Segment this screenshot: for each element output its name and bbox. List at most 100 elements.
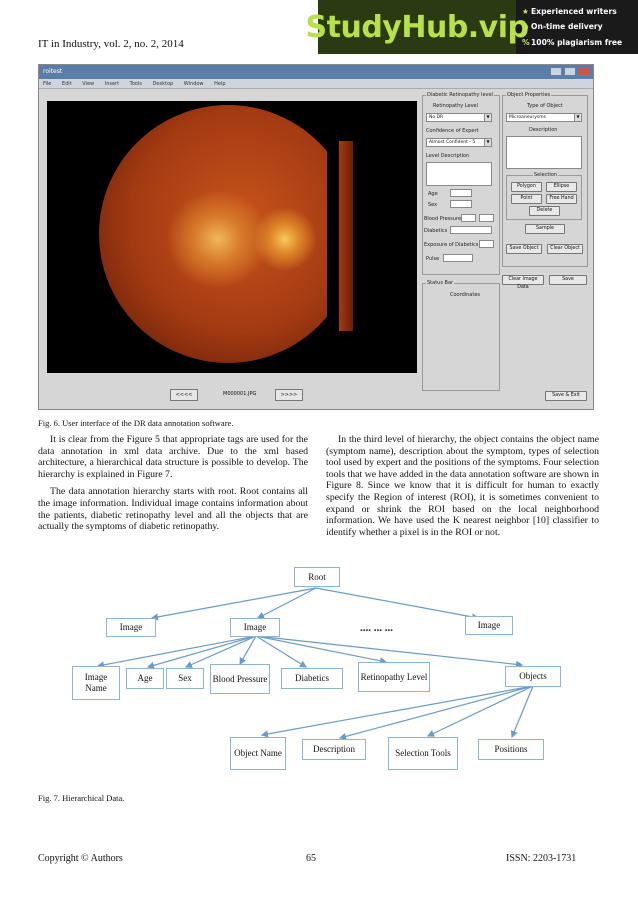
level-description-label: Level Description [426, 153, 470, 159]
node-sex: Sex [166, 668, 204, 689]
sex-input[interactable] [450, 200, 472, 208]
figure-6-caption: Fig. 6. User interface of the DR data an… [38, 418, 234, 428]
menu-help[interactable]: Help [214, 81, 226, 87]
star-icon: ★ [522, 7, 529, 17]
object-properties-panel: Object Properties Type of Object Microan… [502, 92, 588, 267]
footer-copyright: Copyright © Authors [38, 853, 123, 864]
node-blood-pressure: Blood Pressure [210, 664, 270, 694]
banner-feature: ★Experienced writers [522, 7, 617, 17]
pulse-label: Pulse [426, 256, 440, 262]
arrow-image-objects [255, 635, 524, 668]
image-filename: M000001.JPG [223, 391, 257, 397]
confidence-label: Confidence of Expert [426, 128, 479, 134]
ellipse-button[interactable]: Ellipse [546, 182, 577, 192]
hierarchy-diagram-arrows [96, 587, 534, 740]
arrow-image-name [96, 635, 257, 669]
node-diabetics: Diabetics [281, 668, 343, 689]
dr-panel-title: Diabetic Retinopathy level [426, 92, 494, 98]
type-of-object-select[interactable]: Microaneurysms▼ [506, 113, 582, 122]
next-image-button[interactable]: >>>> [275, 389, 303, 401]
status-bar-panel: Status Bar Coordinates [422, 280, 500, 391]
left-column-text: It is clear from the Figure 5 that appro… [38, 434, 308, 539]
menu-view[interactable]: View [82, 81, 95, 87]
clock-icon: ◷ [522, 22, 529, 32]
age-input[interactable] [450, 189, 472, 197]
paragraph: In the third level of hierarchy, the obj… [326, 434, 599, 538]
confidence-select[interactable]: Almost Confident - 5▼ [426, 138, 492, 147]
journal-header: IT in Industry, vol. 2, no. 2, 2014 [38, 38, 184, 50]
banner-logo-box: StudyHub.vip [306, 0, 529, 54]
chevron-down-icon: ▼ [484, 139, 491, 146]
exposure-label: Exposure of Diabetics [424, 242, 479, 248]
arrow-objects-name [260, 685, 534, 738]
sex-label: Sex [428, 202, 438, 208]
close-button[interactable] [578, 67, 590, 76]
prev-image-button[interactable]: <<<< [170, 389, 198, 401]
node-image: Image [230, 618, 280, 637]
node-positions: Positions [478, 739, 544, 760]
diabetics-input[interactable] [450, 226, 492, 234]
bp-diastolic-input[interactable] [479, 214, 494, 222]
right-column-text: In the third level of hierarchy, the obj… [326, 434, 599, 544]
arrow-objects-description [338, 685, 534, 740]
arrow-root-image3 [315, 587, 480, 621]
sample-button[interactable]: Sample [525, 224, 565, 234]
blood-pressure-label: Blood Pressure [424, 216, 462, 222]
arrow-image-diabetics [255, 635, 308, 668]
menu-insert[interactable]: Insert [104, 81, 120, 87]
delete-button[interactable]: Delete [529, 206, 560, 216]
clear-image-data-button[interactable]: Clear Image Data [502, 275, 544, 290]
menu-tools[interactable]: Tools [129, 81, 142, 87]
paragraph: It is clear from the Figure 5 that appro… [38, 434, 308, 480]
arrow-image-retinopathy [255, 635, 388, 665]
node-description: Description [302, 739, 366, 760]
pulse-input[interactable] [443, 254, 473, 262]
node-image: Image [465, 616, 513, 635]
status-bar-title: Status Bar [426, 280, 455, 286]
save-and-exit-button[interactable]: Save & Exit [545, 391, 587, 401]
dr-level-panel: Diabetic Retinopathy level Retinopathy L… [422, 92, 500, 275]
chevron-down-icon: ▼ [574, 114, 581, 121]
window-titlebar: roitest [39, 65, 593, 79]
retinopathy-level-label: Retinopathy Level [433, 103, 479, 109]
save-object-button[interactable]: Save Object [506, 244, 542, 254]
menu-window[interactable]: Window [183, 81, 204, 87]
arrow-root-image2 [256, 587, 317, 619]
node-selection-tools: Selection Tools [388, 737, 458, 770]
banner-feature: %100% plagiarism free [522, 37, 623, 47]
arrow-image-age [146, 635, 257, 669]
fundus-image-edge [339, 141, 353, 331]
menu-edit[interactable]: Edit [61, 81, 72, 87]
fundus-image-crop [327, 101, 387, 373]
object-panel-title: Object Properties [506, 92, 552, 98]
level-description-input[interactable] [426, 162, 492, 186]
node-age: Age [126, 668, 164, 689]
diabetics-label: Diabetics [424, 228, 448, 234]
studyhub-banner[interactable]: StudyHub.vip ★Experienced writers ◷On-ti… [306, 0, 638, 54]
diagram-ellipsis: .... ... ... [360, 622, 393, 634]
fundus-image-canvas[interactable] [47, 101, 417, 373]
menu-desktop[interactable]: Desktop [152, 81, 174, 87]
maximize-button[interactable] [564, 67, 576, 76]
arrow-root-image1 [150, 587, 317, 621]
arrow-objects-positions [510, 685, 534, 739]
bp-systolic-input[interactable] [461, 214, 476, 222]
point-button[interactable]: Point [511, 194, 542, 204]
arrow-image-bp [239, 635, 257, 666]
polygon-button[interactable]: Polygon [511, 182, 542, 192]
coordinates-readout: Coordinates [450, 292, 481, 298]
node-image: Image [106, 618, 156, 637]
paragraph: The data annotation hierarchy starts wit… [38, 486, 308, 533]
save-button[interactable]: Save [549, 275, 587, 285]
retinopathy-level-select[interactable]: No DR▼ [426, 113, 492, 122]
annotation-software-window: roitest File Edit View Insert Tools Desk… [38, 64, 594, 410]
minimize-button[interactable] [550, 67, 562, 76]
arrow-objects-selection [426, 685, 534, 737]
node-object-name: Object Name [230, 737, 286, 770]
clear-object-button[interactable]: Clear Object [547, 244, 583, 254]
type-of-object-label: Type of Object [527, 103, 563, 109]
menu-file[interactable]: File [43, 81, 52, 87]
free-hand-button[interactable]: Free Hand [546, 194, 577, 204]
exposure-input[interactable] [479, 240, 494, 248]
object-description-input[interactable] [506, 136, 582, 169]
